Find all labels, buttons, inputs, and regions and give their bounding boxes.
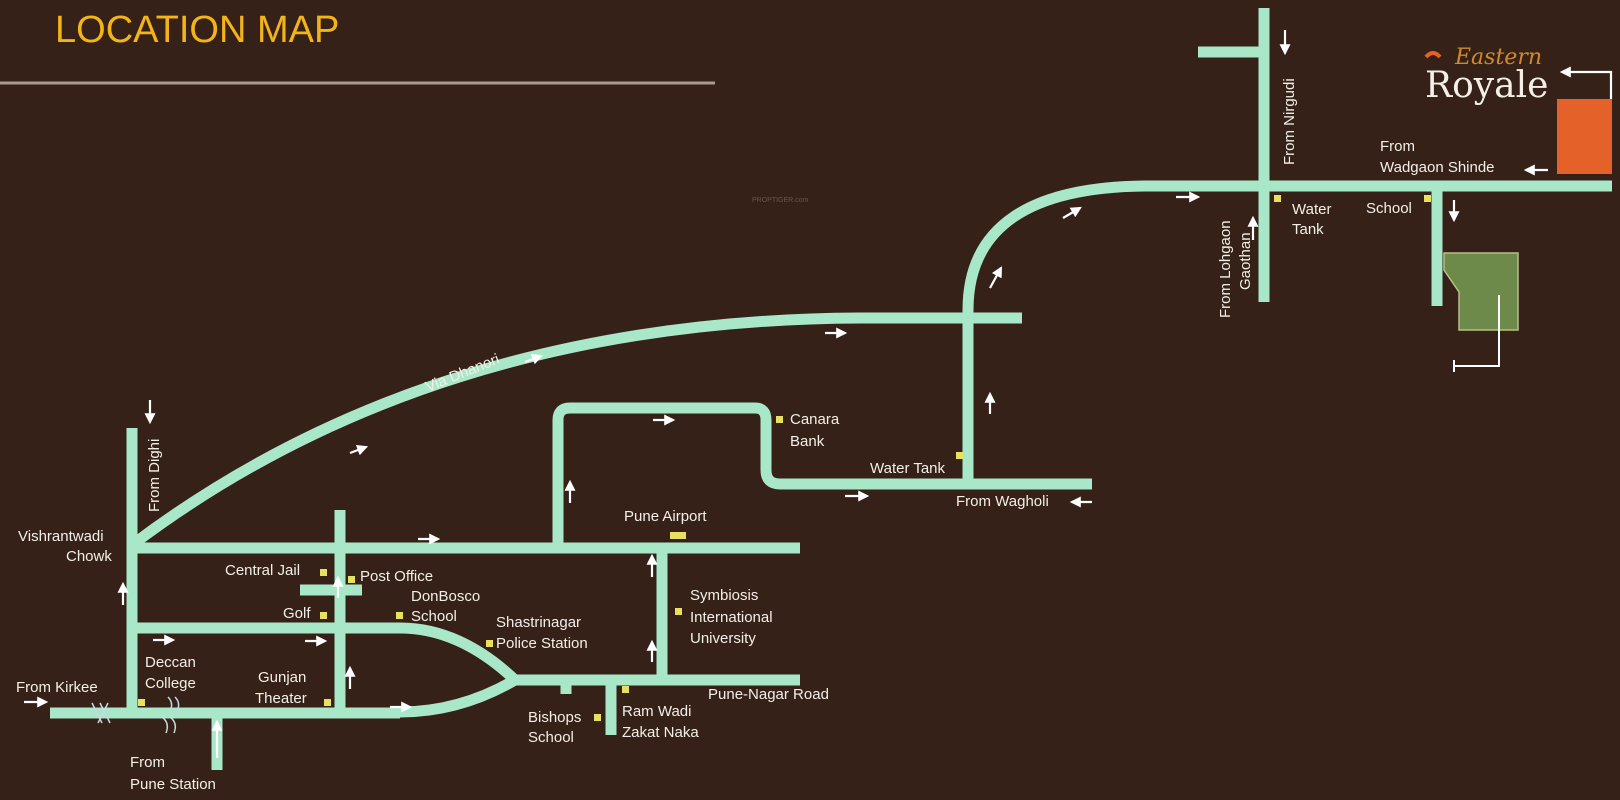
road-network <box>50 8 1612 770</box>
label-shastrinagar-1: Shastrinagar <box>496 614 581 631</box>
brand-pointer-arrow <box>1559 66 1613 99</box>
landmark-dot-icon <box>622 686 629 693</box>
landmark-dot-icon <box>675 608 682 615</box>
label-bishops-1: Bishops <box>528 709 581 726</box>
label-school-east: School <box>1366 200 1412 217</box>
bridge-icon <box>91 702 111 724</box>
label-donbosco-2: School <box>411 608 457 625</box>
bridge-marks <box>91 696 180 734</box>
bridge-icon <box>161 716 177 734</box>
label-from-lohgaon-2: Gaothan <box>1237 232 1254 290</box>
airport-icon <box>670 532 686 539</box>
landmark-dot-icon <box>776 416 783 423</box>
label-water-tank-2: Water Tank <box>870 460 946 477</box>
landmark-dot-icon <box>1424 195 1431 202</box>
label-deccan-2: College <box>145 675 196 692</box>
label-from-kirkee: From Kirkee <box>16 679 98 696</box>
label-from-dighi: From Dighi <box>146 439 163 512</box>
label-ramwadi-1: Ram Wadi <box>622 703 691 720</box>
arrow-right-icon <box>524 353 544 365</box>
label-water-tank-1a: Water <box>1292 201 1331 218</box>
label-central-jail: Central Jail <box>225 562 300 579</box>
label-vishrantwadi-1: Vishrantwadi <box>18 528 104 545</box>
landmark-dot-icon <box>348 576 355 583</box>
label-from-wadgaon-2: Wadgaon Shinde <box>1380 159 1495 176</box>
road-dhanori <box>128 312 1022 550</box>
landmark-dot-icon <box>320 569 327 576</box>
road-canara <box>552 402 1092 545</box>
arrow-upright-icon <box>989 266 1003 289</box>
landmark-dot-icon <box>324 699 331 706</box>
site-pointer-line <box>1454 295 1500 367</box>
label-golf: Golf <box>283 605 311 622</box>
brand-line1: Eastern <box>1454 45 1542 70</box>
arrow-right-icon <box>349 444 369 456</box>
label-canara-bank-1: Canara <box>790 411 840 428</box>
landmark-dots <box>138 195 1431 721</box>
eastern-royale-plot <box>1557 99 1612 174</box>
landmark-dot-icon <box>1274 195 1281 202</box>
watermark: PROPTIGER.com <box>752 197 809 204</box>
brand-logo: Eastern Royale <box>1424 45 1548 106</box>
label-bishops-2: School <box>528 729 574 746</box>
label-from-nirgudi: From Nirgudi <box>1281 78 1298 165</box>
direction-arrows <box>24 30 1548 758</box>
label-pune-airport: Pune Airport <box>624 508 707 525</box>
landmark-dot-icon <box>396 612 403 619</box>
label-post-office: Post Office <box>360 568 433 585</box>
label-from-pune-station-1: From <box>130 754 165 771</box>
landmark-dot-icon <box>138 699 145 706</box>
green-site-plot <box>1443 252 1519 331</box>
label-from-wadgaon-1: From <box>1380 138 1415 155</box>
label-from-pune-station-2: Pune Station <box>130 776 216 793</box>
label-vishrantwadi-2: Chowk <box>66 548 112 565</box>
label-symbiosis-3: University <box>690 630 756 647</box>
label-from-lohgaon-1: From Lohgaon <box>1217 220 1234 318</box>
landmark-dot-icon <box>594 714 601 721</box>
road-top-main <box>962 180 1612 320</box>
label-pune-nagar-road: Pune-Nagar Road <box>708 686 829 703</box>
label-ramwadi-2: Zakat Naka <box>622 724 699 741</box>
label-shastrinagar-2: Police Station <box>496 635 588 652</box>
landmark-dot-icon <box>320 612 327 619</box>
map-title: LOCATION MAP <box>55 9 339 51</box>
landmark-dot-icon <box>956 452 963 459</box>
brand-swoosh-icon <box>1424 51 1442 59</box>
brand-line2: Royale <box>1425 65 1548 106</box>
label-deccan-1: Deccan <box>145 654 196 671</box>
label-symbiosis-2: International <box>690 609 773 626</box>
label-donbosco-1: DonBosco <box>411 588 480 605</box>
label-canara-bank-2: Bank <box>790 433 825 450</box>
label-gunjan-1: Gunjan <box>258 669 306 686</box>
road-loop <box>340 622 521 718</box>
bridge-icon <box>167 696 180 712</box>
label-symbiosis-1: Symbiosis <box>690 587 758 604</box>
landmark-dot-icon <box>486 640 493 647</box>
label-water-tank-1b: Tank <box>1292 221 1324 238</box>
label-gunjan-2: Theater <box>255 690 307 707</box>
arrow-upright-icon <box>1062 206 1082 219</box>
label-from-wagholi: From Wagholi <box>956 493 1049 510</box>
